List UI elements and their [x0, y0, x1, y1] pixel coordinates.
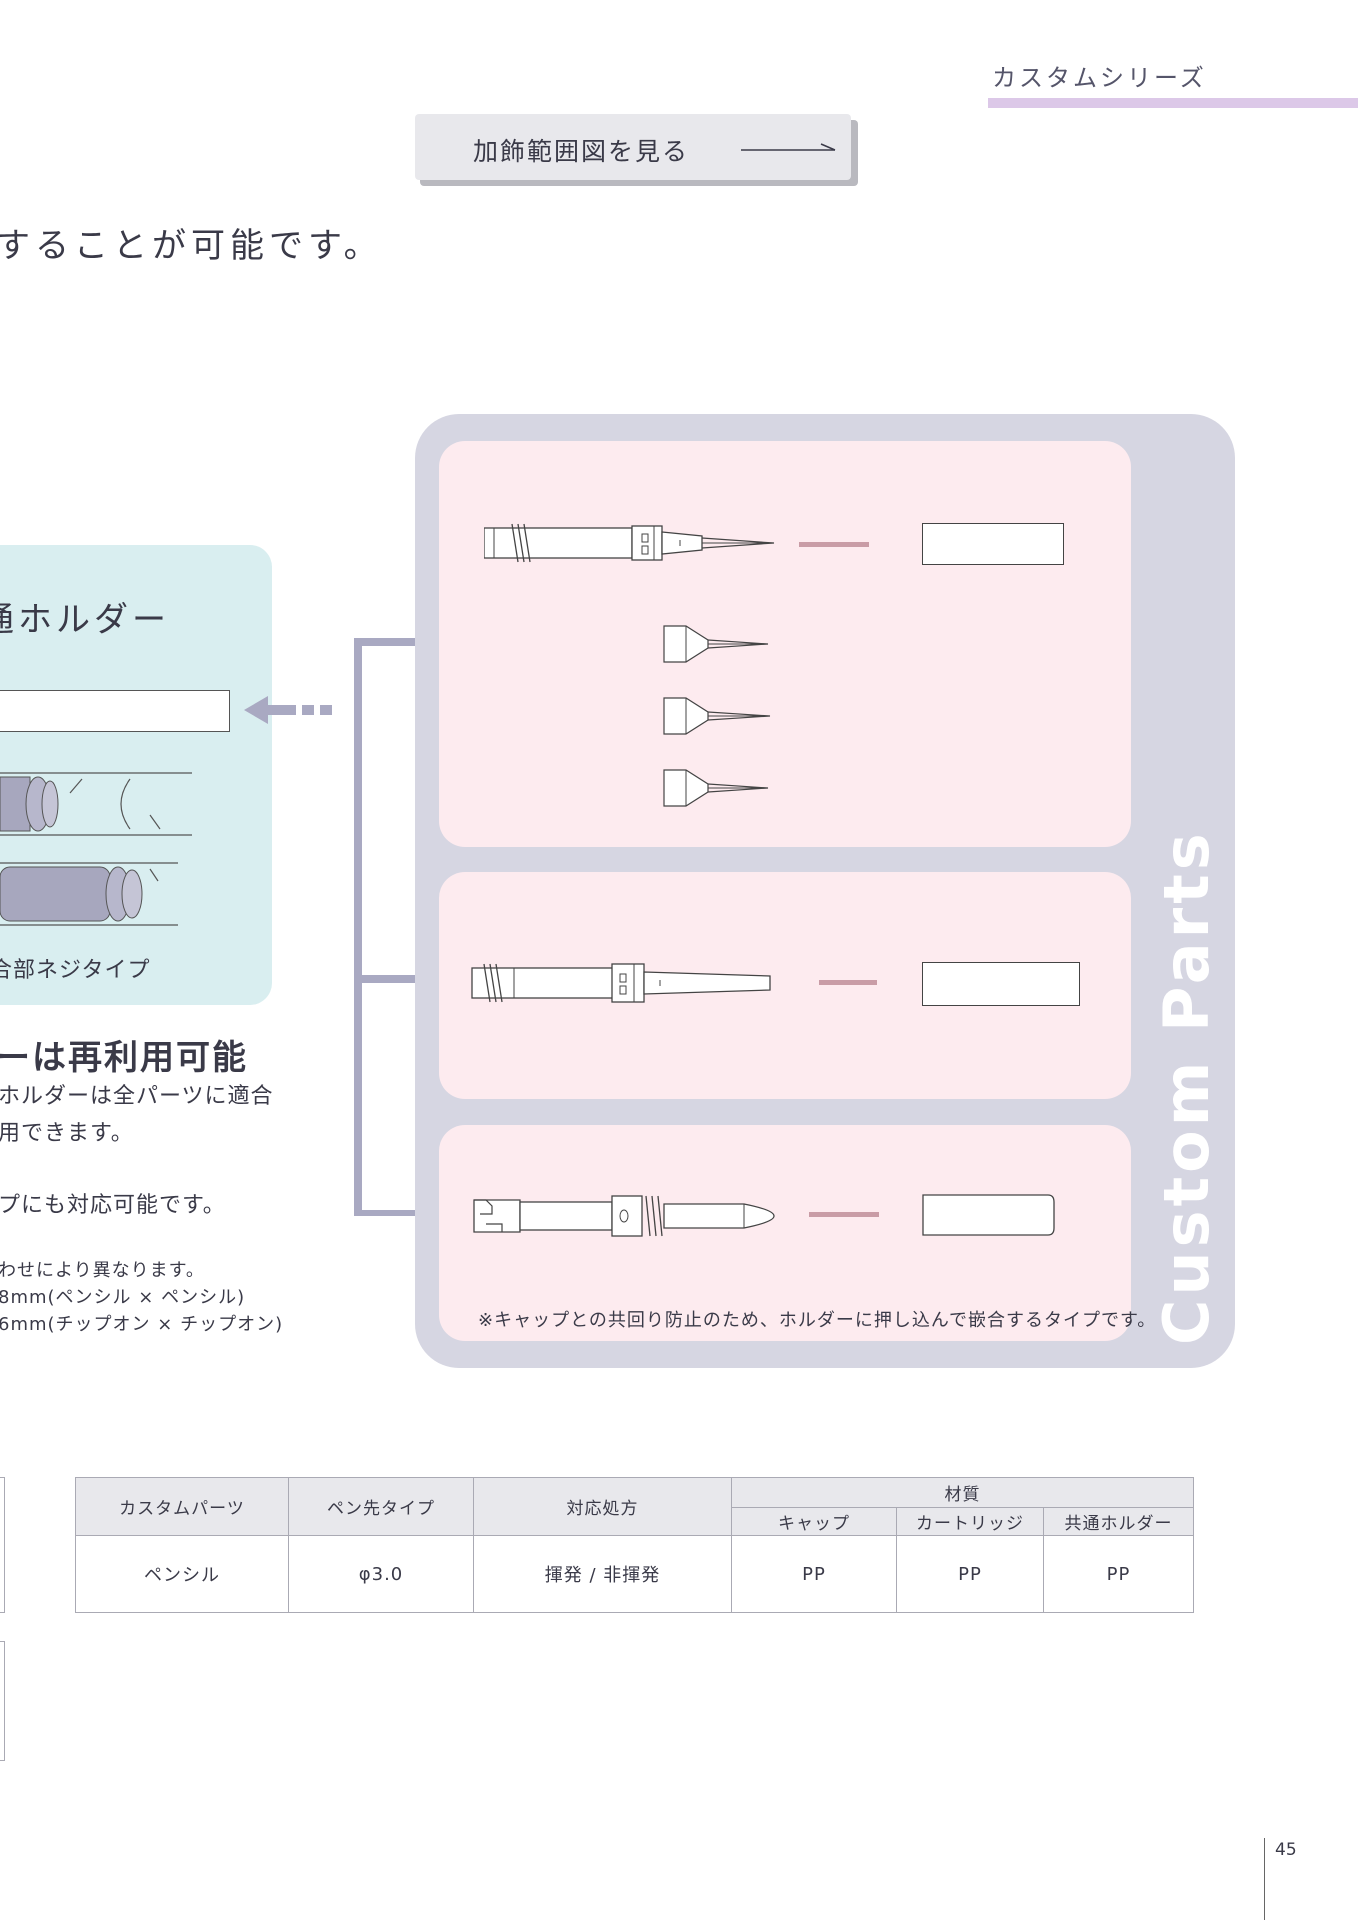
cell-cartridge: PP: [896, 1535, 1044, 1613]
note-line-1: わせにより異なります。: [0, 1260, 205, 1281]
tip-cartridge-illustration: [471, 963, 771, 1003]
spec-table: カスタムパーツ ペン先タイプ 対応処方 材質 キャップ カートリッジ 共通ホルダ…: [75, 1477, 1194, 1613]
tip-cap-illustration: [922, 962, 1080, 1006]
note-line-2: 8mm(ペンシル × ペンシル): [0, 1287, 246, 1308]
note-line-3: 6mm(チップオン × チップオン): [0, 1314, 284, 1335]
tip-dash: [819, 980, 877, 985]
arrow-left-icon: [244, 696, 332, 724]
header-material: 材質: [731, 1477, 1194, 1508]
left-table-stub-1: [0, 1477, 5, 1613]
header-cartridge: カートリッジ: [896, 1507, 1044, 1536]
custom-part-pencil-box: [439, 441, 1131, 847]
series-title: カスタムシリーズ: [992, 64, 1207, 92]
view-decoration-range-button[interactable]: 加飾範囲図を見る: [415, 114, 851, 180]
header-tip-type: ペン先タイプ: [288, 1477, 474, 1536]
series-accent-bar: [988, 98, 1358, 108]
pushfit-dash: [809, 1212, 879, 1217]
holder-joint-type: 合部ネジタイプ: [0, 958, 151, 983]
cell-custom-parts: ペンシル: [75, 1535, 289, 1613]
header-formula: 対応処方: [473, 1477, 732, 1536]
cell-holder: PP: [1043, 1535, 1194, 1613]
pencil-tip-illustration-2: [663, 697, 771, 735]
pencil-tip-illustration-1: [663, 625, 769, 663]
page-number-rule: [1264, 1838, 1265, 1920]
pencil-cartridge-illustration: [484, 523, 775, 563]
custom-parts-label: Custom Parts: [1150, 829, 1223, 1345]
pushfit-cartridge-illustration: [473, 1195, 775, 1237]
reuse-title: ーは再利用可能: [0, 1038, 248, 1078]
holder-thread-illustration: [0, 772, 192, 926]
cell-cap: PP: [731, 1535, 897, 1613]
holder-title: 通ホルダー: [0, 600, 170, 640]
header-custom-parts: カスタムパーツ: [75, 1477, 289, 1536]
cell-tip-type: φ3.0: [288, 1535, 474, 1613]
header-holder: 共通ホルダー: [1043, 1507, 1194, 1536]
lead-text: することが可能です。: [0, 226, 383, 266]
pushfit-cap-illustration: [922, 1194, 1055, 1236]
reuse-description-1: ホルダーは全パーツに適合: [0, 1084, 274, 1109]
cell-formula: 揮発 / 非揮発: [473, 1535, 732, 1613]
table-row: ペンシル φ3.0 揮発 / 非揮発 PP PP PP: [75, 1535, 1194, 1613]
range-button-label: 加飾範囲図を見る: [473, 137, 690, 166]
pencil-cap-illustration: [922, 523, 1064, 565]
page-number: 45: [1275, 1840, 1297, 1860]
reuse-description-3: プにも対応可能です。: [0, 1193, 226, 1218]
holder-illustration-bar: [0, 690, 230, 732]
arrow-right-icon: [741, 143, 836, 151]
pencil-tip-illustration-3: [663, 769, 769, 807]
pencil-dash: [799, 542, 869, 547]
reuse-description-2: 用できます。: [0, 1121, 134, 1146]
header-cap: キャップ: [731, 1507, 897, 1536]
custom-parts-note: ※キャップとの共回り防止のため、ホルダーに押し込んで嵌合するタイプです。: [478, 1310, 1157, 1331]
left-table-stub-2: [0, 1641, 5, 1761]
common-holder-panel: [0, 545, 272, 1005]
